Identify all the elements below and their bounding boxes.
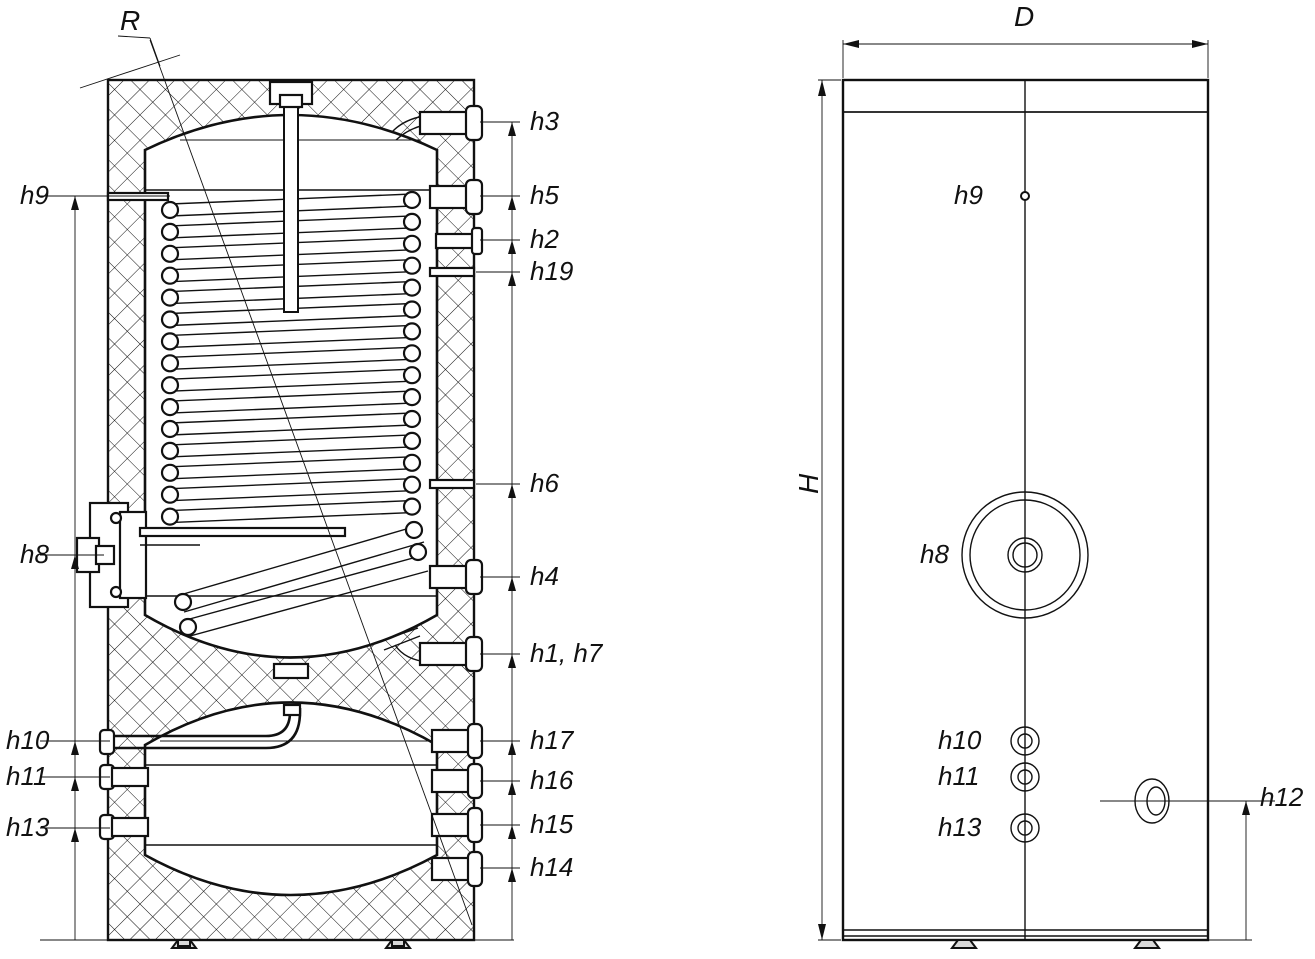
label-h11-right: h11 bbox=[938, 761, 979, 791]
label-H: H bbox=[793, 473, 824, 494]
label-h13-right: h13 bbox=[938, 812, 982, 842]
coil-turn-line bbox=[169, 390, 413, 402]
coil-turn-right bbox=[402, 366, 422, 385]
heat-exchanger-coil bbox=[160, 190, 422, 526]
right-nozzles bbox=[418, 104, 484, 888]
coil-turn-line bbox=[169, 324, 413, 337]
coil-turn-line bbox=[169, 358, 413, 370]
coil-turn-line bbox=[169, 499, 413, 512]
coil-turn-right bbox=[402, 300, 422, 319]
coil-turn-left bbox=[160, 441, 180, 460]
coil-turn-right bbox=[402, 256, 422, 275]
coil-turn-left bbox=[160, 288, 180, 307]
h8-flange-exterior bbox=[961, 491, 1089, 619]
lower-vessel bbox=[143, 701, 439, 897]
coil-turn-right bbox=[402, 190, 422, 210]
coil-turn-left bbox=[160, 266, 180, 285]
coil-turn-line bbox=[169, 468, 413, 480]
coil-turn-line bbox=[169, 380, 413, 392]
label-h5: h5 bbox=[530, 180, 559, 210]
coil-turn-line bbox=[169, 511, 413, 524]
coil-turn-left bbox=[160, 310, 180, 329]
coil-turn-right bbox=[402, 388, 422, 407]
section-view: R h9 h8 h10 h11 h13 h3 h5 h2 h19 h6 h4 h… bbox=[6, 5, 604, 949]
label-h19: h19 bbox=[530, 256, 573, 286]
coil-turn-left bbox=[160, 419, 180, 439]
h12-port bbox=[1100, 778, 1275, 941]
coil-turn-line bbox=[169, 490, 413, 502]
coil-turn-left bbox=[160, 507, 180, 526]
coil-turn-line bbox=[169, 478, 413, 490]
coil-turn-left bbox=[160, 222, 180, 241]
coil-turn-left bbox=[160, 200, 180, 220]
coil-turn-left bbox=[160, 398, 180, 417]
coil-turn-left bbox=[160, 332, 180, 351]
coil-turn-line bbox=[169, 314, 413, 327]
lower-coil bbox=[173, 520, 429, 637]
label-D: D bbox=[1014, 1, 1034, 32]
label-h10-right: h10 bbox=[938, 725, 982, 755]
coil-turn-left bbox=[160, 354, 180, 373]
lower-ports bbox=[1010, 726, 1040, 843]
coil-turn-line bbox=[169, 336, 413, 349]
coil-turn-line bbox=[169, 346, 413, 358]
label-h3: h3 bbox=[530, 106, 559, 136]
coil-turn-right bbox=[402, 475, 422, 494]
coil-turn-line bbox=[169, 402, 413, 414]
label-h6: h6 bbox=[530, 468, 559, 498]
label-h8-left: h8 bbox=[20, 539, 49, 569]
coil-turn-line bbox=[169, 412, 413, 424]
coil-turn-right bbox=[402, 212, 422, 231]
coil-turn-line bbox=[169, 434, 413, 446]
exterior-view: D H h9 h8 h10 h11 h13 bbox=[793, 1, 1304, 949]
coil-turn-right bbox=[402, 431, 422, 450]
coil-turn-right bbox=[402, 453, 422, 472]
label-h11-left: h11 bbox=[6, 761, 47, 791]
label-h4: h4 bbox=[530, 561, 559, 591]
label-h12: h12 bbox=[1260, 782, 1304, 812]
label-h14: h14 bbox=[530, 852, 573, 882]
coil-turn-right bbox=[402, 497, 422, 516]
coil-turn-right bbox=[402, 409, 422, 429]
label-h9-left: h9 bbox=[20, 180, 49, 210]
coil-turn-line bbox=[169, 446, 413, 458]
label-h9-right: h9 bbox=[954, 180, 983, 210]
coil-turn-right bbox=[402, 234, 422, 253]
coil-turn-right bbox=[402, 344, 422, 363]
label-h15: h15 bbox=[530, 809, 574, 839]
label-h10-left: h10 bbox=[6, 725, 50, 755]
coil-turn-left bbox=[160, 244, 180, 263]
label-h2: h2 bbox=[530, 224, 559, 254]
coil-turn-left bbox=[160, 376, 180, 395]
coil-turn-left bbox=[160, 485, 180, 504]
label-R: R bbox=[120, 5, 140, 36]
coil-turn-line bbox=[169, 456, 413, 468]
label-h17: h17 bbox=[530, 725, 575, 755]
label-h8-right: h8 bbox=[920, 539, 949, 569]
coil-turn-line bbox=[169, 424, 413, 436]
label-h1-h7: h1, h7 bbox=[530, 638, 604, 668]
coil-turn-right bbox=[402, 322, 422, 341]
coil-turn-left bbox=[160, 463, 180, 482]
label-h16: h16 bbox=[530, 765, 574, 795]
h9-sensor-port bbox=[1020, 191, 1030, 201]
label-h13-left: h13 bbox=[6, 812, 50, 842]
coil-turn-line bbox=[169, 368, 413, 380]
coil-turn-right bbox=[402, 278, 422, 297]
magnesium-anode bbox=[283, 99, 299, 313]
